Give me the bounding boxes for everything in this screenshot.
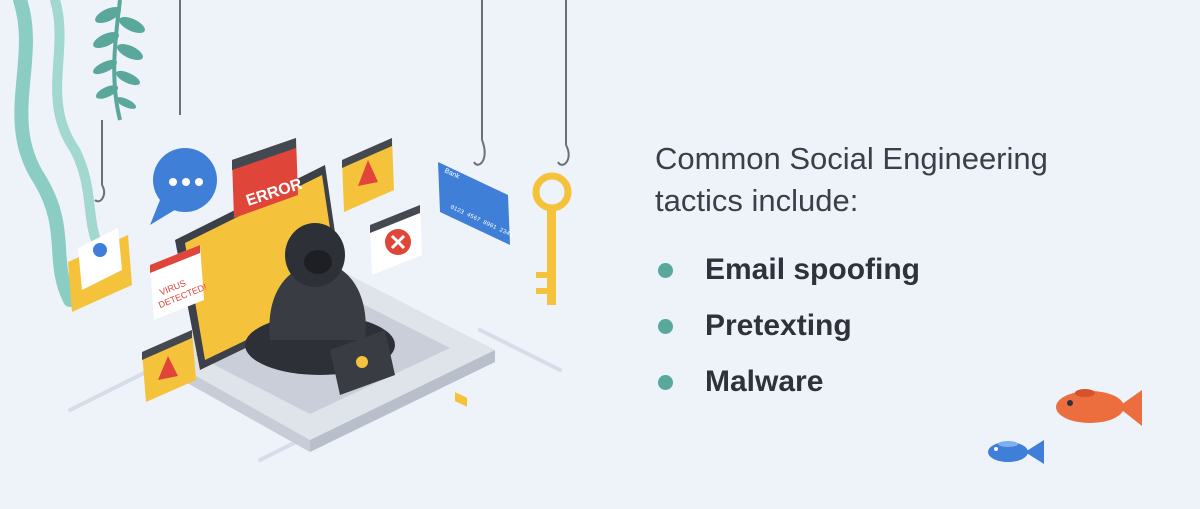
- tactic-label: Pretexting: [705, 309, 852, 342]
- seaweed-plant: [13, 0, 145, 307]
- key-icon: [532, 144, 572, 305]
- tactics-panel: Common Social Engineering tactics includ…: [655, 138, 1155, 410]
- heading-line1: Common Social Engineering: [655, 141, 1048, 176]
- warning-window-bottom: [142, 330, 196, 402]
- list-item: Email spoofing: [655, 242, 1155, 298]
- envelope-icon: [68, 184, 132, 312]
- chat-bubble-icon: [150, 148, 217, 225]
- warning-window-top: [342, 138, 394, 212]
- virus-window: VIRUS DETECTED!: [150, 245, 208, 320]
- blue-fish-icon: [988, 440, 1044, 464]
- bullet-dot-icon: [658, 262, 673, 278]
- tactic-label: Malware: [705, 365, 824, 398]
- list-item: Pretexting: [655, 298, 1155, 354]
- tactics-list: Email spoofing Pretexting Malware: [655, 242, 1155, 410]
- bullet-dot-icon: [658, 374, 673, 390]
- credit-card-icon: Bank 0123 4567 8901 2345: [438, 139, 514, 407]
- close-window: [370, 205, 422, 275]
- list-item: Malware: [655, 354, 1155, 410]
- heading: Common Social Engineering tactics includ…: [655, 138, 1155, 222]
- tactic-label: Email spoofing: [705, 253, 921, 286]
- orange-fish-icon: [1056, 389, 1142, 426]
- heading-line2: tactics include:: [655, 183, 859, 218]
- fishing-lines: [101, 0, 567, 185]
- bullet-dot-icon: [658, 318, 673, 334]
- hacker-figure: [245, 223, 395, 395]
